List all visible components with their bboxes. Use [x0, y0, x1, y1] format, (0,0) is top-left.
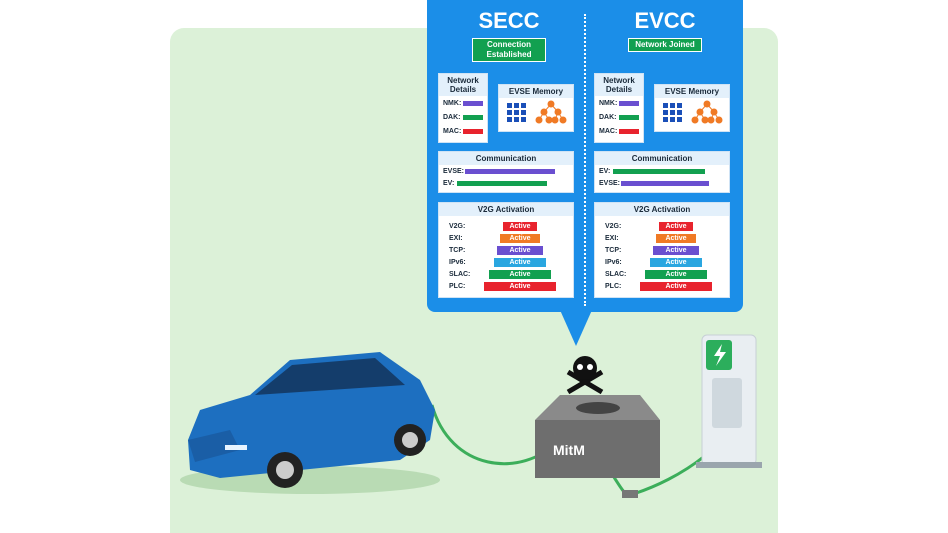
secc-title: SECC	[478, 8, 540, 33]
row-label: EVSE:	[443, 167, 465, 175]
communication-row: EVSE:	[439, 165, 573, 177]
evcc-evse-memory: EVSE Memory	[654, 84, 730, 132]
row-label: SLAC:	[605, 270, 627, 278]
status-active-badge: Active	[640, 281, 712, 291]
secc-communication: Communication EVSE: EV:	[438, 151, 574, 193]
status-active-badge: Active	[503, 221, 537, 231]
value-bar	[619, 100, 639, 106]
network-row: NMK:	[439, 96, 487, 110]
status-active-badge: Active	[650, 257, 702, 267]
row-label: MAC:	[599, 127, 618, 135]
secc-column: SECC Connection Established Network Deta…	[438, 0, 580, 298]
row-label: EXI:	[605, 234, 619, 242]
network-row: DAK:	[595, 110, 643, 124]
communication-heading: Communication	[595, 152, 729, 165]
v2g-activation-heading: V2G Activation	[439, 203, 573, 216]
network-details-heading: Network Details	[439, 74, 487, 96]
communication-heading: Communication	[439, 152, 573, 165]
row-label: V2G:	[605, 222, 622, 230]
status-active-badge: Active	[494, 257, 546, 267]
value-bar	[463, 100, 483, 106]
protocol-status-panel: SECC Connection Established Network Deta…	[427, 0, 743, 312]
evcc-communication: Communication EV: EVSE:	[594, 151, 730, 193]
row-label: NMK:	[443, 99, 462, 107]
traffic-bar	[465, 168, 555, 174]
status-active-badge: Active	[653, 245, 699, 255]
row-label: PLC:	[449, 282, 466, 290]
network-row: DAK:	[439, 110, 487, 124]
value-bar	[463, 114, 483, 120]
mitm-device	[535, 395, 660, 478]
mitm-label: MitM	[553, 442, 585, 458]
network-row: MAC:	[439, 124, 487, 138]
v2g-row: SLAC: Active	[595, 268, 729, 280]
row-label: NMK:	[599, 99, 618, 107]
v2g-row: PLC: Active	[595, 280, 729, 292]
row-label: V2G:	[449, 222, 466, 230]
secc-status-badge: Connection Established	[472, 38, 546, 62]
status-active-badge: Active	[489, 269, 551, 279]
v2g-row: V2G: Active	[595, 220, 729, 232]
v2g-row: SLAC: Active	[439, 268, 573, 280]
traffic-bar	[613, 168, 705, 174]
evcc-column: EVCC Network Joined Network Details NMK:…	[594, 0, 736, 298]
v2g-row: EXI: Active	[439, 232, 573, 244]
communication-row: EV:	[595, 165, 729, 177]
row-label: PLC:	[605, 282, 622, 290]
row-label: IPv6:	[605, 258, 622, 266]
v2g-row: PLC: Active	[439, 280, 573, 292]
row-label: DAK:	[443, 113, 461, 121]
value-bar	[619, 114, 639, 120]
evse-memory-heading: EVSE Memory	[499, 85, 573, 98]
status-active-badge: Active	[484, 281, 556, 291]
network-row: NMK:	[595, 96, 643, 110]
status-active-badge: Active	[645, 269, 707, 279]
row-label: EV:	[599, 167, 611, 175]
row-label: DAK:	[599, 113, 617, 121]
communication-row: EVSE:	[595, 177, 729, 189]
value-bar	[463, 128, 483, 134]
row-label: SLAC:	[449, 270, 471, 278]
status-active-badge: Active	[656, 233, 696, 243]
evcc-status-badge: Network Joined	[628, 38, 702, 52]
traffic-bar	[457, 180, 547, 186]
secc-evse-memory: EVSE Memory	[498, 84, 574, 132]
network-details-heading: Network Details	[595, 74, 643, 96]
v2g-row: V2G: Active	[439, 220, 573, 232]
status-active-badge: Active	[497, 245, 543, 255]
secc-network-details: Network Details NMK: DAK: MAC:	[438, 73, 488, 143]
status-active-badge: Active	[500, 233, 540, 243]
v2g-row: TCP: Active	[439, 244, 573, 256]
row-label: EV:	[443, 179, 455, 187]
v2g-activation-heading: V2G Activation	[595, 203, 729, 216]
communication-row: EV:	[439, 177, 573, 189]
v2g-row: EXI: Active	[595, 232, 729, 244]
v2g-row: TCP: Active	[595, 244, 729, 256]
row-label: TCP:	[449, 246, 466, 254]
evcc-network-details: Network Details NMK: DAK: MAC:	[594, 73, 644, 143]
panel-divider	[584, 14, 586, 306]
traffic-bar	[621, 180, 709, 186]
callout-pointer	[560, 310, 592, 346]
electric-car	[180, 352, 440, 494]
evcc-title: EVCC	[634, 8, 696, 33]
row-label: EVSE:	[599, 179, 621, 187]
v2g-row: IPv6: Active	[595, 256, 729, 268]
memory-grid-tree-icon	[507, 100, 567, 124]
v2g-row: IPv6: Active	[439, 256, 573, 268]
network-row: MAC:	[595, 124, 643, 138]
row-label: TCP:	[605, 246, 622, 254]
charging-station	[696, 334, 762, 468]
status-active-badge: Active	[659, 221, 693, 231]
evse-memory-heading: EVSE Memory	[655, 85, 729, 98]
skull-crossbones-icon	[566, 356, 604, 395]
cable-tap	[622, 490, 638, 498]
memory-grid-tree-icon	[663, 100, 723, 124]
row-label: EXI:	[449, 234, 463, 242]
row-label: IPv6:	[449, 258, 466, 266]
value-bar	[619, 128, 639, 134]
row-label: MAC:	[443, 127, 462, 135]
